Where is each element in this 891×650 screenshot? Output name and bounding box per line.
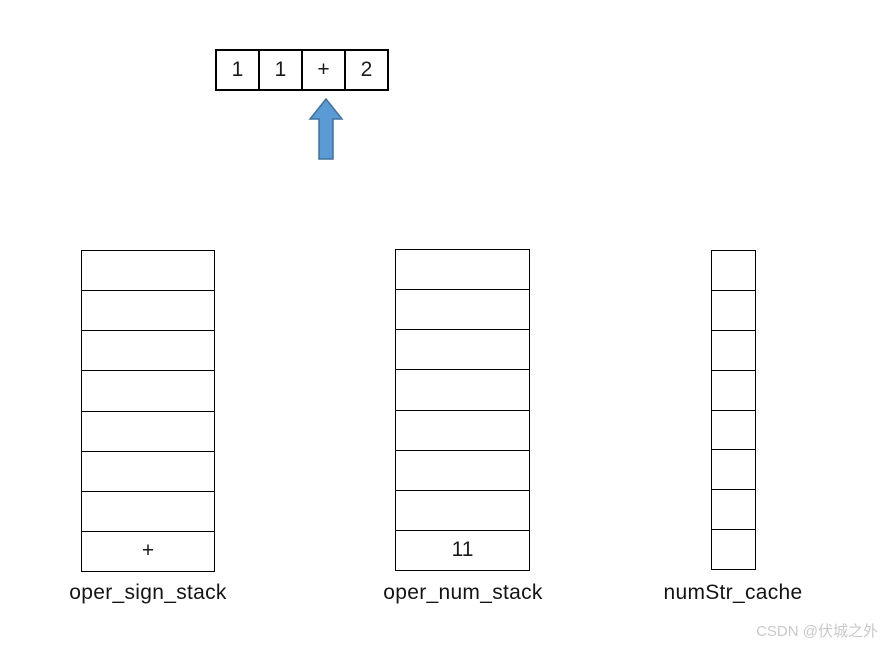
stack-cell	[712, 369, 755, 410]
pointer-up-arrow-icon	[308, 98, 344, 160]
numstr-cache-label: numStr_cache	[663, 581, 803, 604]
oper-sign-stack: +	[81, 250, 215, 572]
stack-cell	[396, 369, 529, 409]
stack-cell	[82, 410, 214, 451]
stack-cell	[396, 489, 529, 530]
stack-cell	[396, 250, 529, 289]
stack-cell-bottom: +	[82, 530, 214, 571]
stack-cell	[712, 449, 755, 489]
expression-cell-current: +	[301, 49, 346, 91]
stack-cell	[82, 370, 214, 410]
stack-cell-bottom	[712, 529, 755, 569]
stack-cell-bottom: 11	[396, 529, 529, 570]
stack-cell	[712, 329, 755, 370]
expression-cell: 1	[215, 49, 260, 91]
expression-cell: 1	[258, 49, 303, 91]
oper-num-stack-label: oper_num_stack	[383, 581, 543, 604]
stack-cell	[82, 450, 214, 491]
stack-cell	[712, 289, 755, 330]
stack-cell	[396, 449, 529, 490]
stack-cell	[82, 490, 214, 531]
expression-cell: 2	[344, 49, 389, 91]
stack-cell	[82, 290, 214, 330]
stack-cell	[712, 251, 755, 290]
csdn-watermark: CSDN @伏城之外	[756, 623, 878, 640]
oper-sign-stack-label: oper_sign_stack	[69, 581, 227, 604]
stack-cell	[396, 329, 529, 369]
stack-cell	[396, 289, 529, 329]
oper-num-stack: 11	[395, 249, 530, 571]
stack-cell	[82, 330, 214, 370]
numstr-cache-stack	[711, 250, 756, 570]
stack-cell	[712, 489, 755, 529]
stack-cell	[712, 409, 755, 450]
stack-cell	[82, 251, 214, 290]
stack-cell	[396, 409, 529, 450]
expression-array: 1 1 + 2	[215, 49, 389, 91]
